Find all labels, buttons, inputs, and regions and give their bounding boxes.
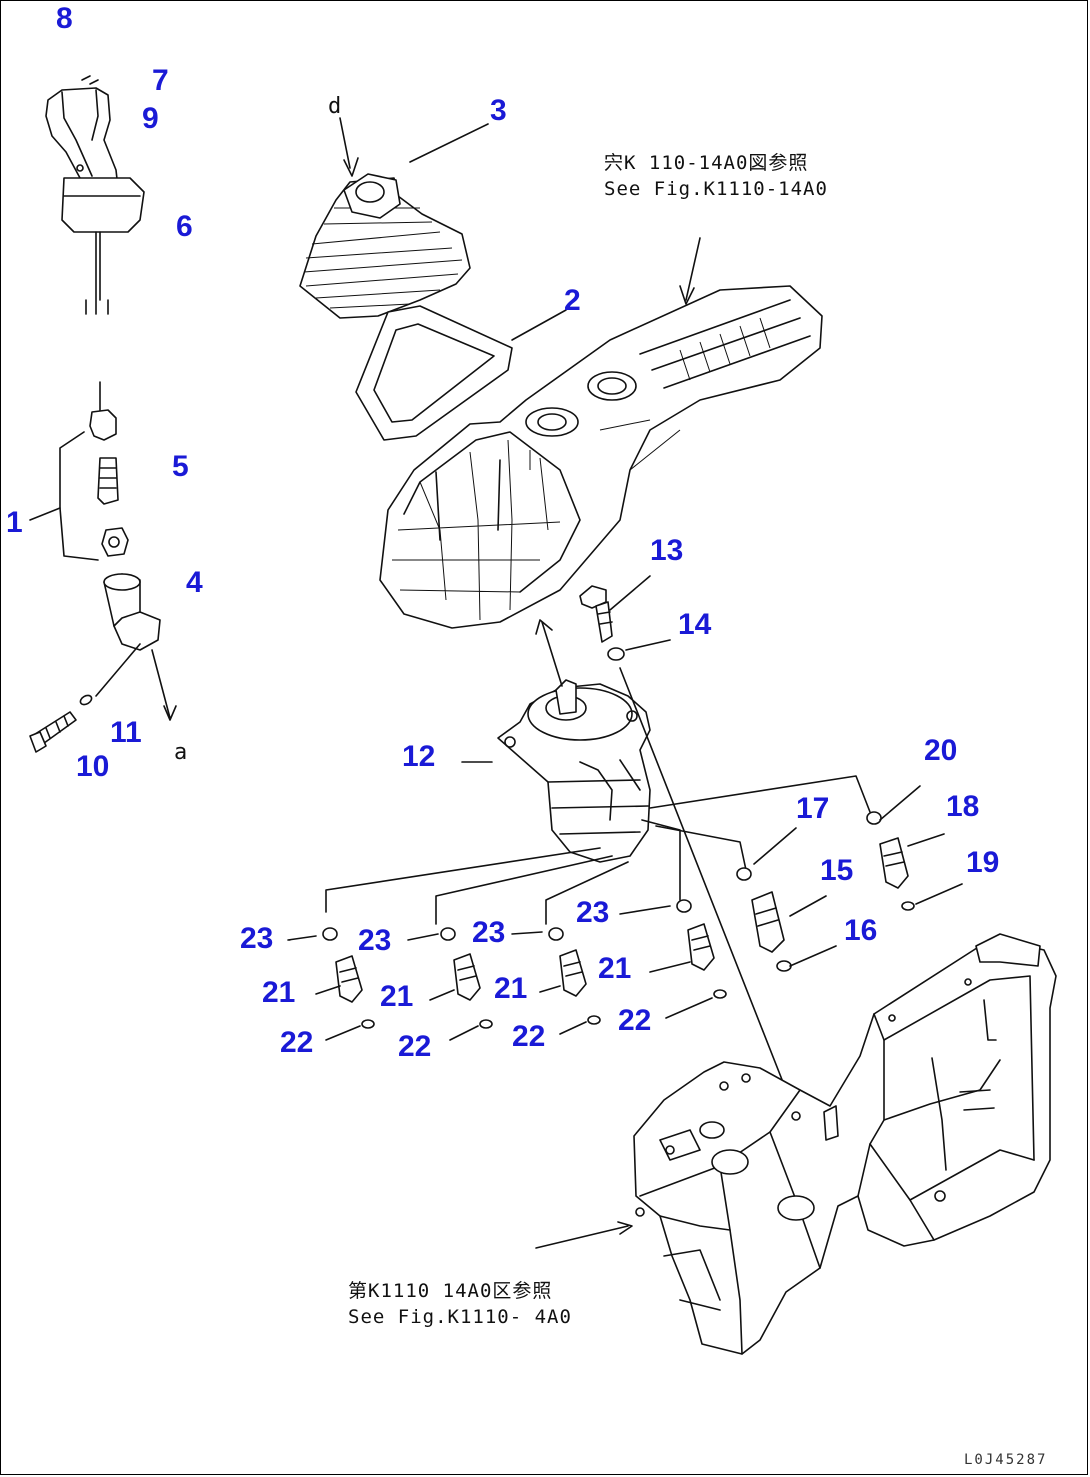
callout-20: 20: [924, 734, 958, 767]
callout-3: 3: [490, 94, 507, 127]
callout-23-d: 23: [576, 896, 610, 929]
ref-note-bottom-en: See Fig.K1110- 4A0: [348, 1306, 572, 1328]
callout-14: 14: [678, 608, 712, 641]
callout-5: 5: [172, 450, 189, 483]
port-fittings-drawing: [287, 785, 963, 1041]
callout-9: 9: [142, 102, 159, 135]
callout-16: 16: [844, 914, 878, 947]
callout-21-b: 21: [380, 980, 414, 1013]
callout-21-d: 21: [598, 952, 632, 985]
lever-grip-drawing: [45, 75, 145, 315]
callout-4: 4: [186, 566, 203, 599]
callout-23-c: 23: [472, 916, 506, 949]
callout-15: 15: [820, 854, 854, 887]
callout-12: 12: [402, 740, 436, 773]
console-cover-drawing: [379, 237, 823, 629]
callout-1: 1: [6, 506, 23, 539]
callout-2: 2: [564, 284, 581, 317]
ref-note-top-en: See Fig.K1110-14A0: [604, 178, 828, 200]
callout-7: 7: [152, 64, 169, 97]
ref-note-bottom-jp: 第K1110 14A0区参照: [348, 1280, 553, 1302]
figure-code: L0J45287: [964, 1452, 1048, 1468]
part-4-drawing: [95, 573, 177, 721]
callout-22-a: 22: [280, 1026, 314, 1059]
callout-21-c: 21: [494, 972, 528, 1005]
callout-13: 13: [650, 534, 684, 567]
part-2-plate-drawing: [355, 305, 567, 441]
callout-23-a: 23: [240, 922, 274, 955]
callout-10: 10: [76, 750, 110, 783]
callout-22-d: 22: [618, 1004, 652, 1037]
callout-23-b: 23: [358, 924, 392, 957]
callout-6: 6: [176, 210, 193, 243]
callout-22-b: 22: [398, 1030, 432, 1063]
part-12-valve-drawing: [461, 619, 651, 863]
ref-note-top-jp: 宍K 110-14A0図参照: [604, 152, 809, 174]
callout-18: 18: [946, 790, 980, 823]
ref-letter-a: a: [174, 740, 188, 765]
callout-8: 8: [56, 2, 73, 35]
part-13-14-drawing: [579, 575, 791, 1101]
ref-letter-d: d: [328, 94, 342, 119]
callout-19: 19: [966, 846, 1000, 879]
part-10-11-drawing: [29, 694, 93, 753]
callout-11: 11: [110, 716, 142, 749]
callout-22-c: 22: [512, 1020, 546, 1053]
console-frame-drawing: [535, 933, 1057, 1355]
callout-17: 17: [796, 792, 830, 825]
port-leader-lines: [325, 775, 871, 925]
callout-21-a: 21: [262, 976, 296, 1009]
part-1-group-drawing: [29, 381, 129, 561]
part-3-boot-drawing: [299, 117, 489, 319]
